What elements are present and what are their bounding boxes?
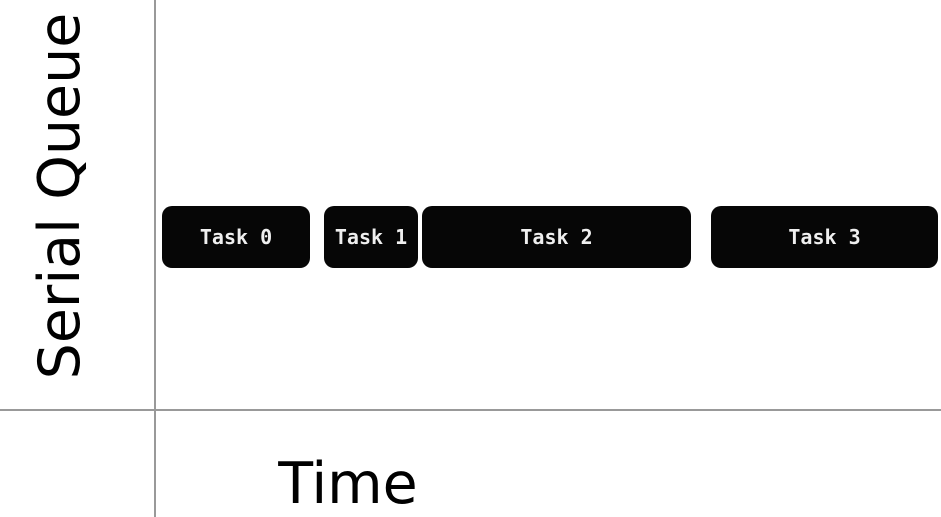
task-bar: Task 0	[162, 206, 310, 268]
task-bar-label: Task 3	[788, 225, 861, 249]
task-bar-label: Task 0	[199, 225, 273, 249]
x-axis-label: Time	[278, 451, 418, 517]
x-axis-line	[0, 409, 941, 411]
y-axis-line	[154, 0, 156, 517]
task-bar-label: Task 1	[334, 225, 408, 249]
task-bar: Task 1	[324, 206, 418, 268]
task-bar: Task 3	[711, 206, 938, 268]
task-bar-label: Task 2	[520, 225, 593, 249]
task-bar: Task 2	[422, 206, 691, 268]
y-axis-label: Serial Queue	[27, 12, 93, 380]
